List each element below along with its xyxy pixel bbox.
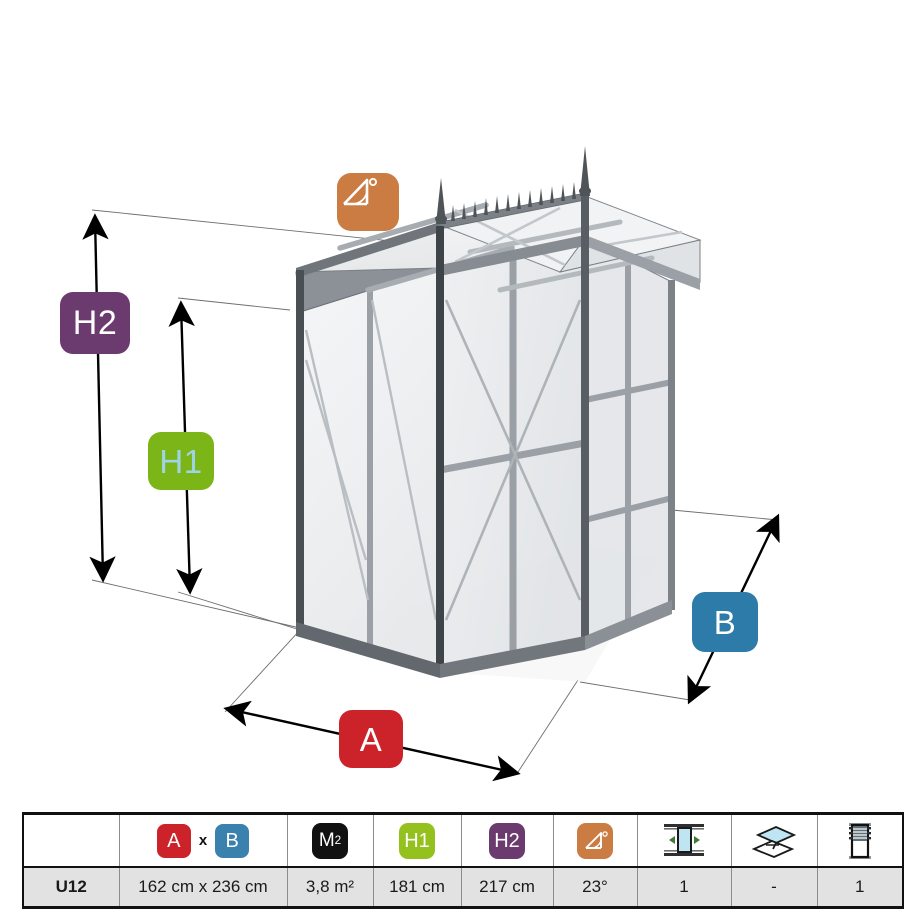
header-h1: H1 xyxy=(372,813,462,868)
h2-dimension-arrow xyxy=(82,213,116,583)
door-frame-bars xyxy=(582,257,675,630)
side-glazing-bars xyxy=(436,249,589,663)
a-mini-label: A xyxy=(167,829,181,852)
greenhouse-model xyxy=(295,146,702,682)
h2-badge-label: H2 xyxy=(72,304,118,342)
cell-doors: 1 xyxy=(636,867,732,908)
greenhouse-diagram: H2 H1 A B xyxy=(60,146,780,782)
header-louvres xyxy=(816,813,903,868)
h1-mini-label: H1 xyxy=(404,829,430,852)
louvre-window-icon xyxy=(848,822,871,859)
b-mini-label: B xyxy=(225,829,239,852)
b-mini-badge: B xyxy=(215,823,250,858)
angle-glyph xyxy=(343,178,378,206)
cell-louvres: 1 xyxy=(816,867,903,908)
cell-angle: 23° xyxy=(552,867,638,908)
header-dimensions: A x B xyxy=(118,813,288,868)
roof-angle-icon xyxy=(337,173,399,231)
cell-h2: 217 cm xyxy=(460,867,554,908)
h1-mini-badge: H1 xyxy=(399,822,435,859)
area-mini-sup: 2 xyxy=(334,833,342,847)
roof-bars-right xyxy=(467,219,655,293)
a-mini-badge: A xyxy=(156,823,191,858)
greenhouse-drawing xyxy=(82,146,780,782)
angle-glyph-small xyxy=(585,830,608,849)
h1-badge-label: H1 xyxy=(159,442,203,480)
cell-footprint: 162 cm x 236 cm xyxy=(118,867,288,908)
b-badge-label: B xyxy=(713,603,737,641)
header-h2: H2 xyxy=(460,813,554,868)
a-badge: A xyxy=(339,710,403,768)
table-row: U12 162 cm x 236 cm 3,8 m² 181 cm 217 cm… xyxy=(23,867,903,908)
roof-cresting xyxy=(435,146,591,224)
h2-mini-badge: H2 xyxy=(489,822,525,859)
times-symbol: x xyxy=(198,832,208,849)
header-roof-angle xyxy=(552,813,638,868)
h2-badge: H2 xyxy=(60,292,130,354)
angle-icon xyxy=(577,822,613,859)
area-mini-label: M xyxy=(318,830,335,851)
h2-mini-label: H2 xyxy=(494,829,520,852)
header-doors xyxy=(636,813,732,868)
a-badge-label: A xyxy=(359,720,383,758)
cell-roof-vents: - xyxy=(730,867,818,908)
cell-model: U12 xyxy=(23,867,120,908)
corner-posts xyxy=(296,196,675,674)
cell-h1: 181 cm xyxy=(372,867,462,908)
roof-window-icon xyxy=(751,825,797,858)
h1-badge: H1 xyxy=(148,432,214,490)
header-roof-vents xyxy=(730,813,818,868)
header-model xyxy=(23,813,120,868)
sliding-door-icon xyxy=(664,823,704,856)
cell-area: 3,8 m² xyxy=(286,867,374,908)
b-badge: B xyxy=(692,592,758,652)
